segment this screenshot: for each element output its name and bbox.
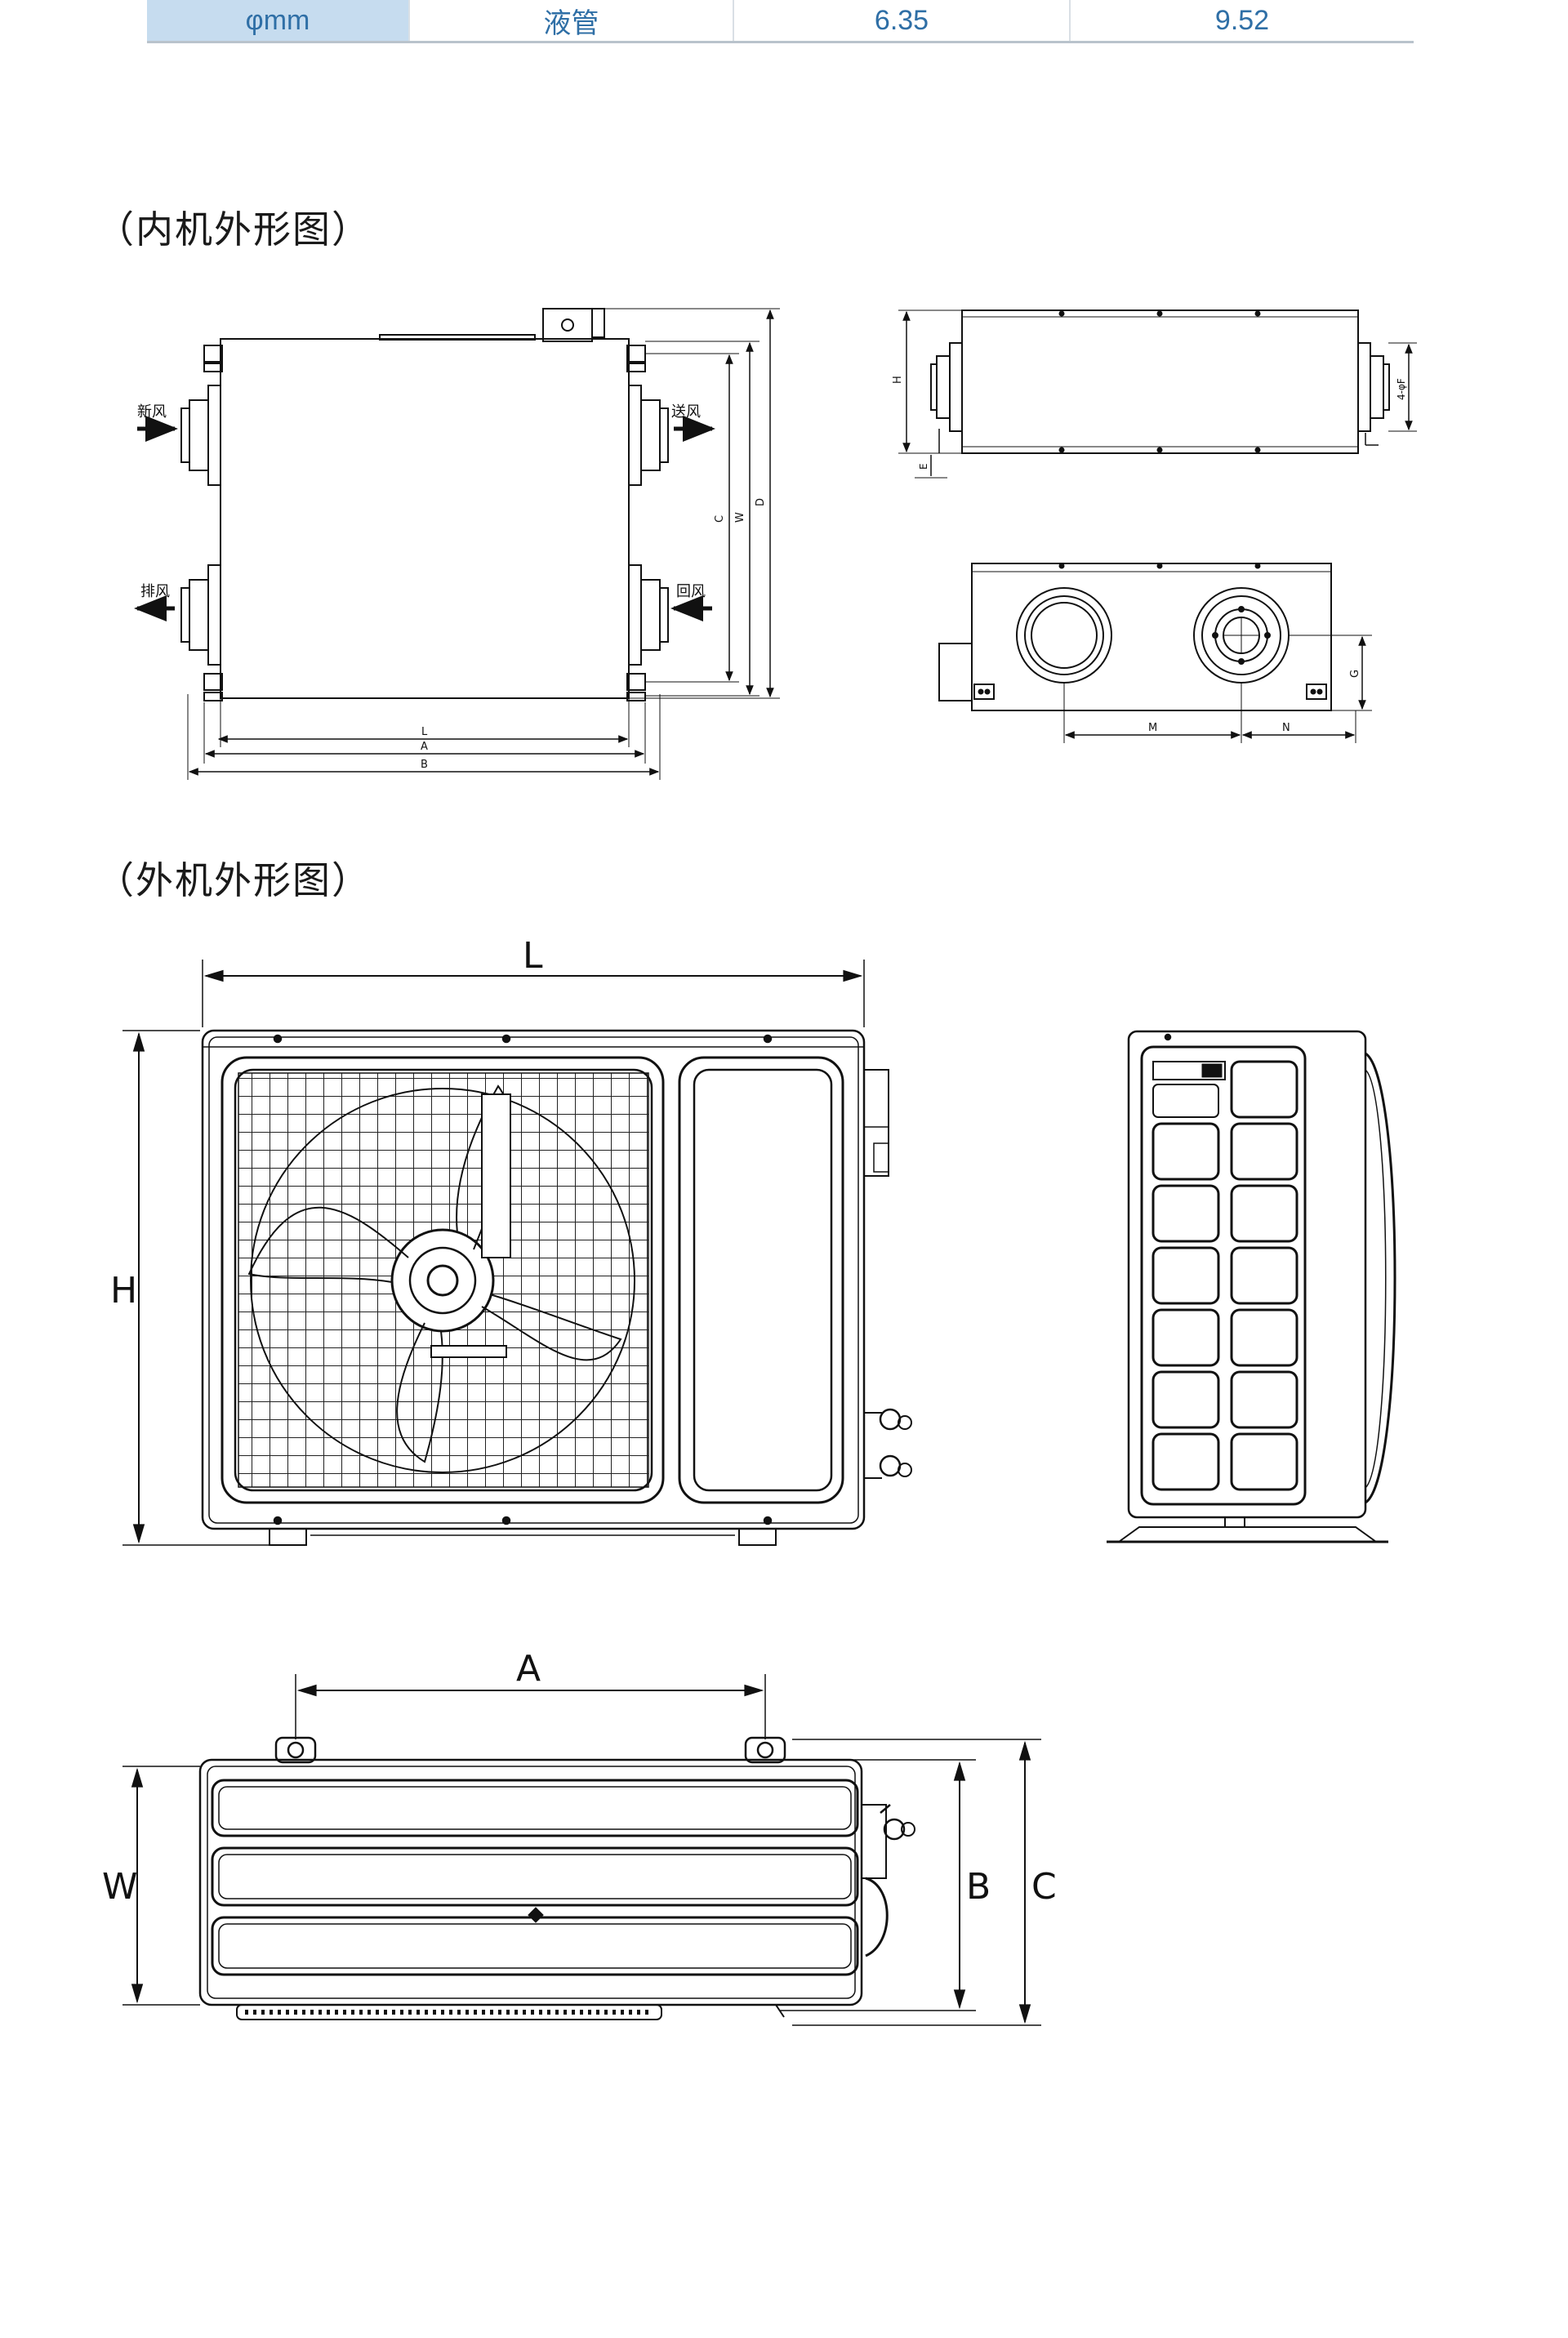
side-vent-cell bbox=[1152, 1308, 1220, 1367]
side-vent-cell bbox=[1152, 1432, 1220, 1491]
side-vent-grid bbox=[1152, 1060, 1298, 1491]
indoor-side-view bbox=[898, 310, 1417, 479]
side-vent-cell bbox=[1230, 1432, 1298, 1491]
dim-H-label: H bbox=[892, 376, 904, 384]
indoor-top-view bbox=[134, 308, 780, 780]
return-air-label: 回风 bbox=[676, 583, 706, 600]
side-vent-cell bbox=[1152, 1122, 1220, 1181]
spec-table: φmm 液管 6.35 9.52 bbox=[147, 0, 1414, 43]
outdoor-side-view bbox=[1107, 1030, 1396, 1543]
dim-N-label: N bbox=[1282, 722, 1290, 734]
table-cell-value-1: 6.35 bbox=[733, 0, 1070, 43]
side-vent-cell bbox=[1152, 1184, 1220, 1243]
exhaust-air-label: 排风 bbox=[140, 583, 170, 600]
table-cell-value-2: 9.52 bbox=[1069, 0, 1414, 43]
indoor-top-labels: 新风 送风 排风 回风 L A B C W D bbox=[137, 403, 767, 771]
dim-D-label: D bbox=[755, 498, 767, 506]
indoor-front-view bbox=[938, 563, 1372, 743]
dim-A-label: A bbox=[421, 741, 428, 753]
side-vent-cell bbox=[1230, 1308, 1298, 1367]
table-cell-name: 液管 bbox=[408, 0, 733, 43]
outdoor-dim-A-label: A bbox=[516, 1648, 541, 1690]
outdoor-front-view bbox=[122, 960, 912, 1546]
dim-G-label: G bbox=[1349, 670, 1361, 678]
dim-B-label: B bbox=[421, 759, 428, 771]
dim-L-label: L bbox=[421, 726, 428, 738]
dim-F-label: 4-φF bbox=[1396, 378, 1407, 400]
supply-air-label: 送风 bbox=[671, 403, 701, 421]
side-vent-cell bbox=[1152, 1370, 1220, 1429]
side-vent-cell bbox=[1230, 1184, 1298, 1243]
side-vent-cell bbox=[1230, 1246, 1298, 1305]
side-vent-cell bbox=[1152, 1246, 1220, 1305]
dim-M-label: M bbox=[1148, 722, 1157, 734]
side-vent-cell bbox=[1230, 1060, 1298, 1119]
outdoor-dim-C-label: C bbox=[1031, 1866, 1057, 1908]
fresh-air-label: 新风 bbox=[137, 403, 167, 421]
dim-W-label: W bbox=[734, 512, 746, 523]
dim-C-label: C bbox=[714, 515, 726, 523]
table-cell-unit: φmm bbox=[147, 0, 409, 43]
outdoor-section-title: （外机外形图） bbox=[96, 858, 371, 902]
side-vent-cell bbox=[1230, 1122, 1298, 1181]
side-vent-cell bbox=[1230, 1370, 1298, 1429]
outdoor-top-view bbox=[122, 1674, 1041, 2026]
dim-E-label: E bbox=[918, 463, 929, 470]
outdoor-dim-W-label: W bbox=[102, 1866, 138, 1908]
outdoor-dim-H-label: H bbox=[110, 1270, 137, 1312]
outdoor-dim-B-label: B bbox=[966, 1866, 991, 1908]
table-row: φmm 液管 6.35 9.52 bbox=[147, 0, 1414, 43]
indoor-section-title: （内机外形图） bbox=[96, 207, 371, 252]
outdoor-dim-L-label: L bbox=[523, 935, 543, 977]
